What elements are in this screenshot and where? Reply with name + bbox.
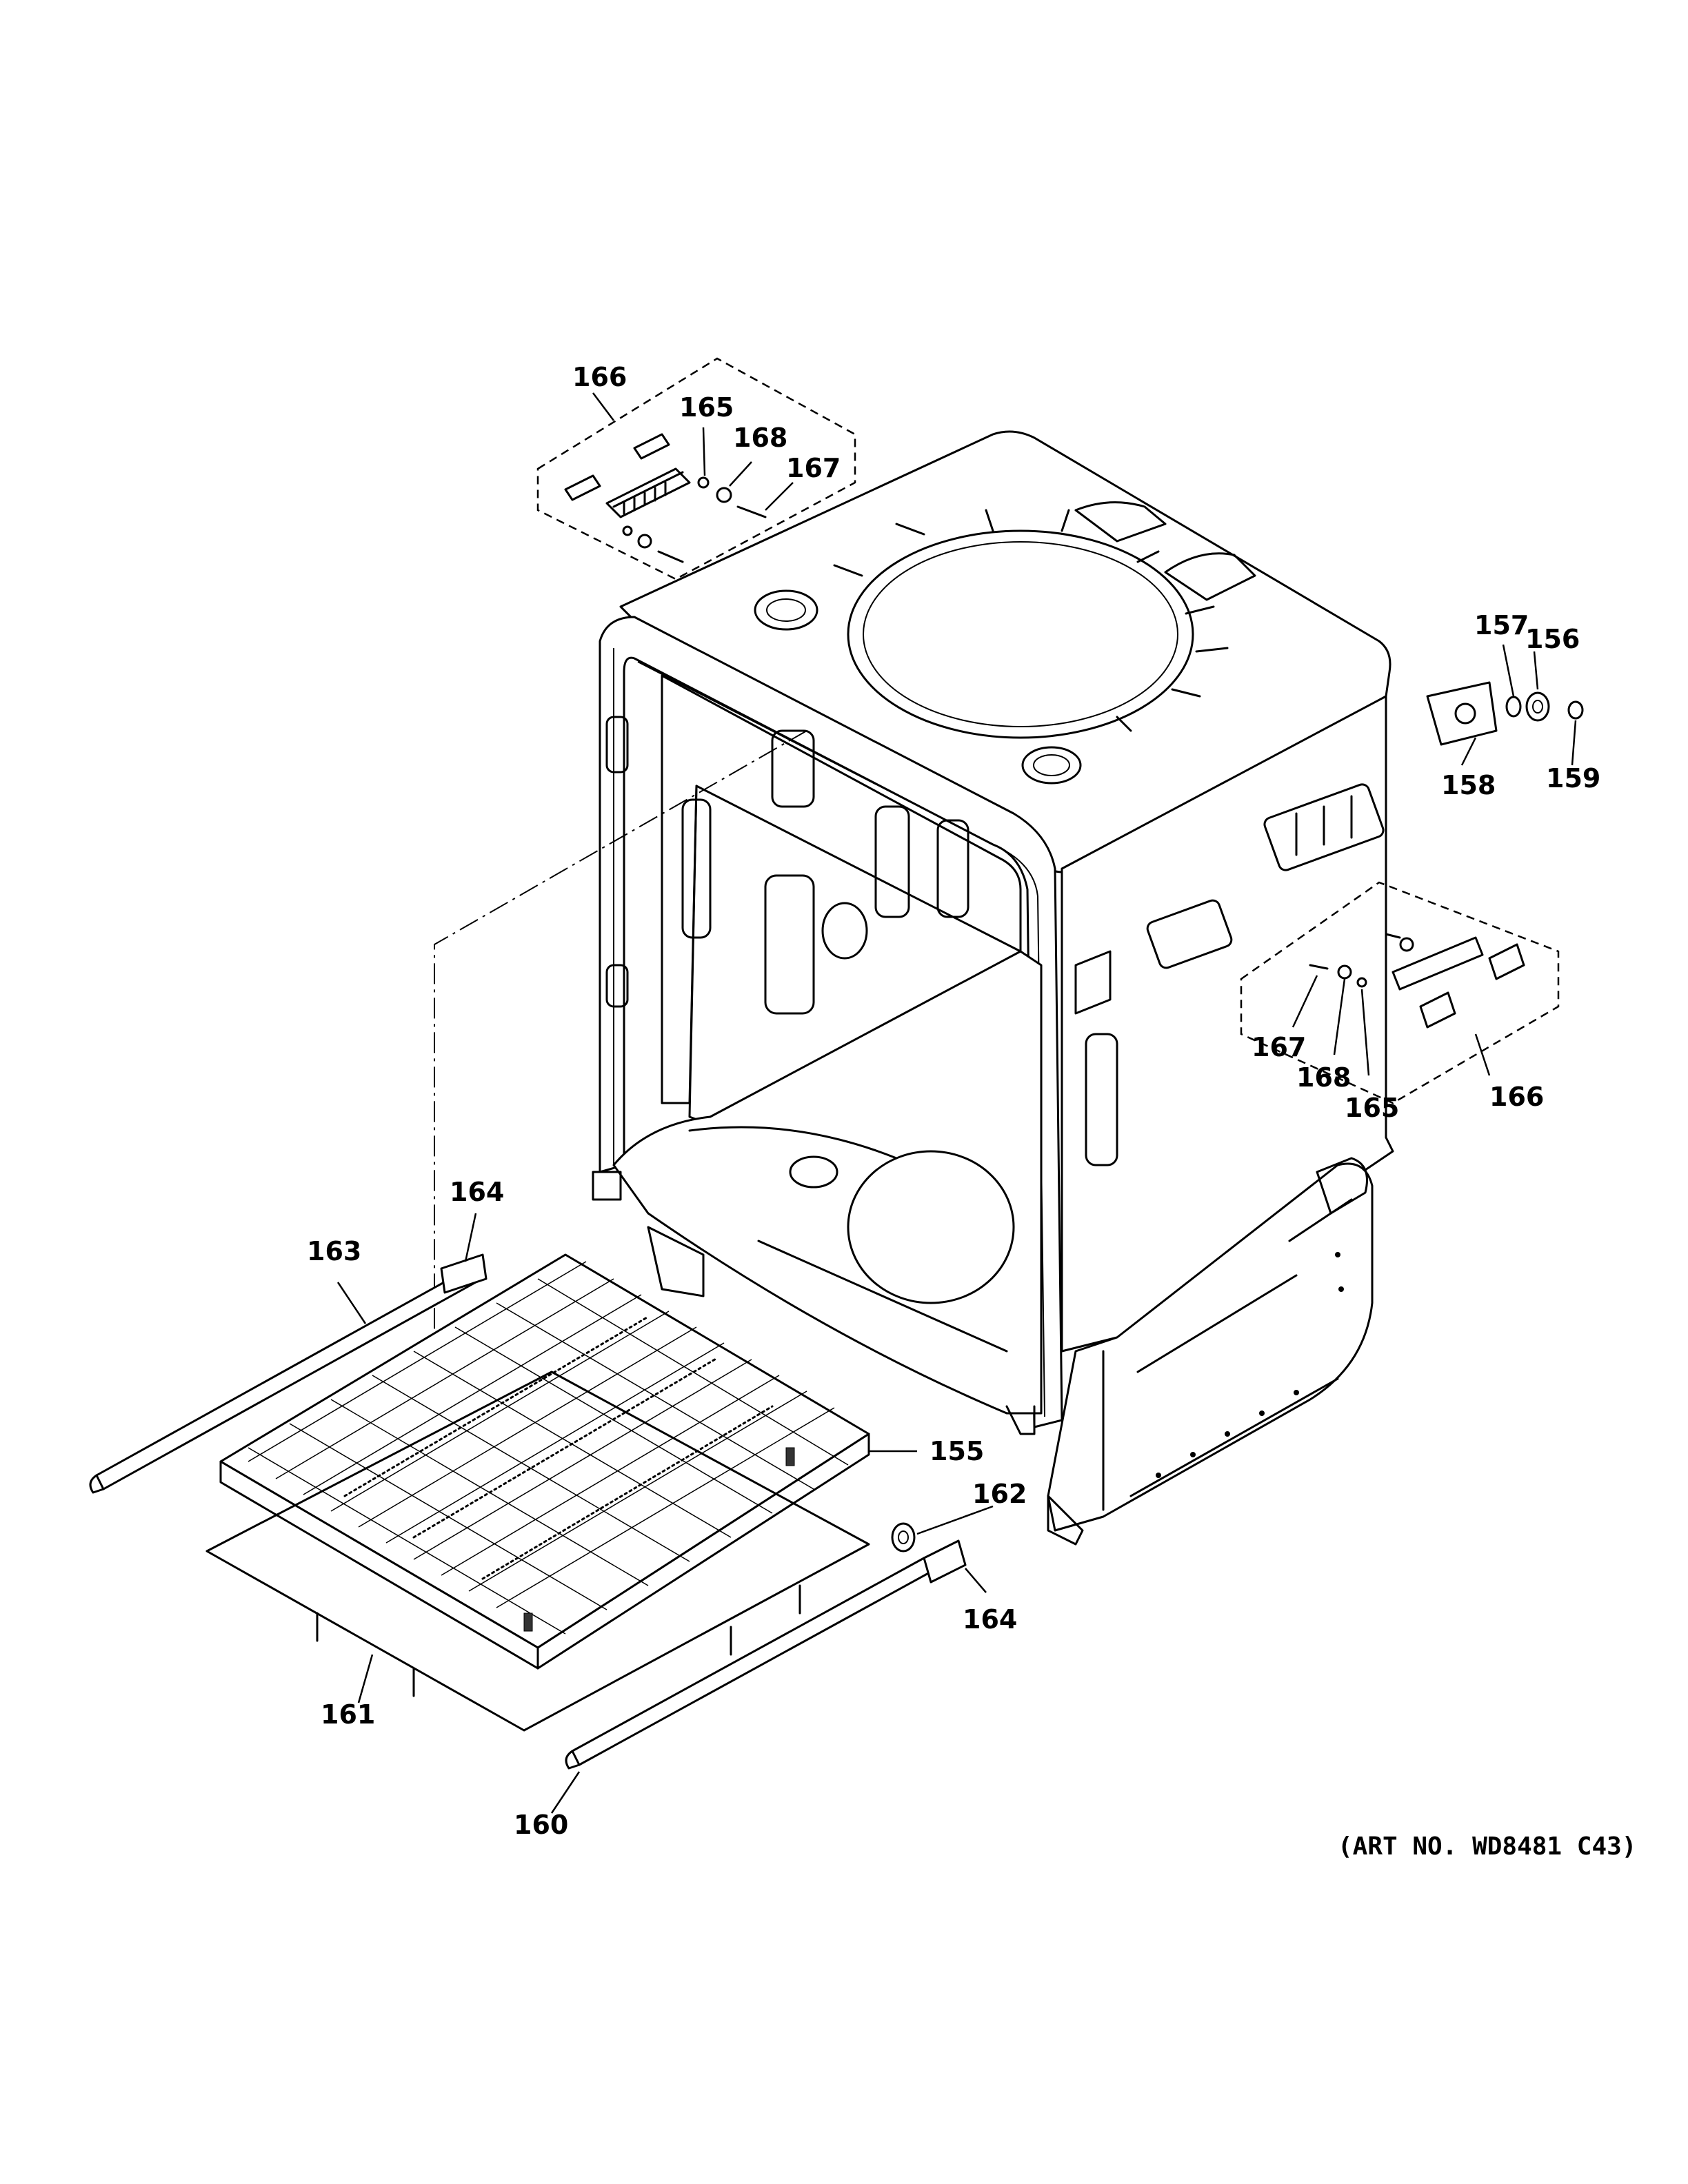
hinge-kit-top bbox=[536, 357, 856, 580]
art-number: (ART NO. WD8481 C43) bbox=[1338, 1832, 1636, 1861]
callout-156: 156 bbox=[1525, 624, 1580, 654]
callout-155: 155 bbox=[930, 1436, 984, 1466]
hinge-kit-right bbox=[1240, 881, 1560, 1104]
callout-labels: 166 165 168 167 157 156 158 159 167 168 … bbox=[307, 362, 1600, 1840]
callout-165-top: 165 bbox=[679, 392, 734, 423]
callout-162: 162 bbox=[972, 1479, 1027, 1509]
wheel-162 bbox=[891, 1522, 916, 1553]
callout-159: 159 bbox=[1546, 763, 1600, 793]
callout-157: 157 bbox=[1474, 610, 1529, 640]
callout-160: 160 bbox=[514, 1810, 568, 1840]
callout-168-right: 168 bbox=[1296, 1062, 1351, 1093]
callout-167-top: 167 bbox=[786, 453, 841, 483]
callout-165-right: 165 bbox=[1345, 1093, 1399, 1123]
callout-161: 161 bbox=[321, 1699, 375, 1730]
callout-164-top: 164 bbox=[450, 1177, 504, 1207]
lower-rack bbox=[219, 1253, 870, 1670]
callout-158: 158 bbox=[1441, 770, 1496, 800]
side-bracket bbox=[1426, 681, 1584, 746]
callout-166-right: 166 bbox=[1489, 1082, 1544, 1112]
clip-164-top bbox=[440, 1253, 488, 1294]
leader-lines bbox=[336, 392, 1577, 1814]
clip-164-bottom bbox=[923, 1539, 967, 1584]
tub-assembly bbox=[434, 430, 1394, 1546]
callout-168-top: 168 bbox=[733, 423, 787, 453]
callout-163: 163 bbox=[307, 1236, 361, 1266]
basket-161 bbox=[205, 1371, 870, 1732]
callout-166-top: 166 bbox=[572, 362, 627, 392]
callout-167-right: 167 bbox=[1252, 1032, 1306, 1062]
frame-holes bbox=[1156, 1252, 1344, 1478]
callout-164-bottom: 164 bbox=[963, 1604, 1017, 1635]
